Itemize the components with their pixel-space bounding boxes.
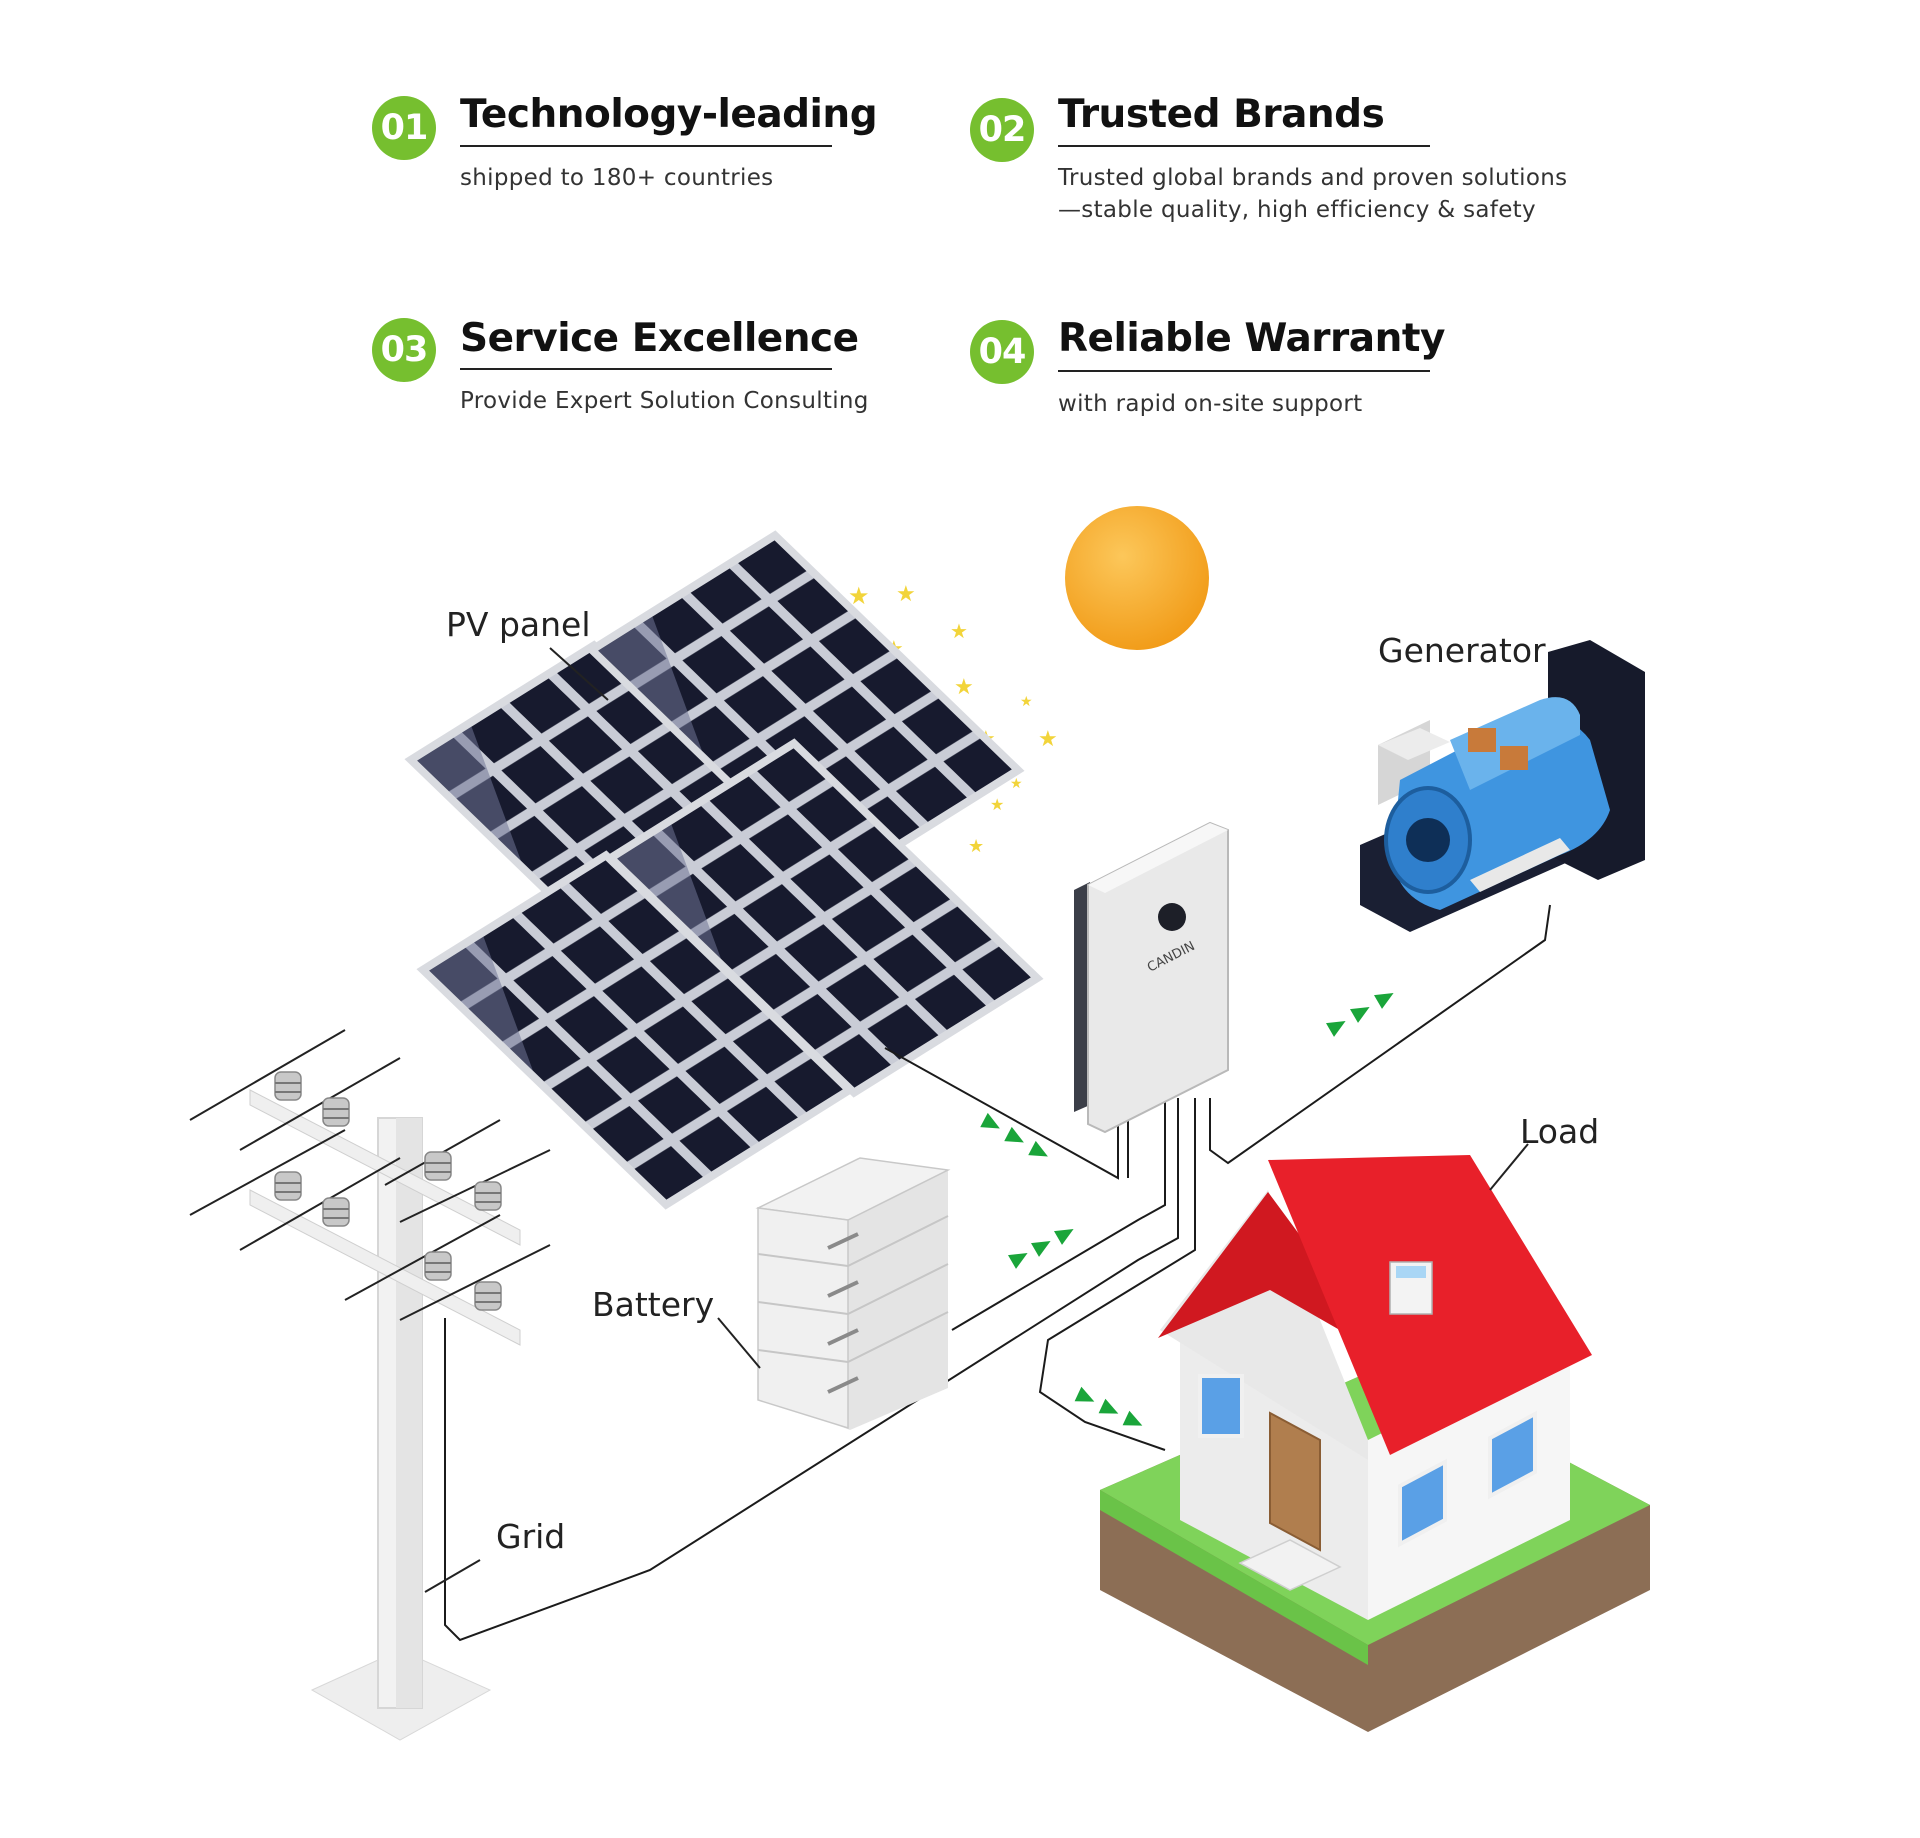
feature-description-line-2: —stable quality, high efficiency & safet… xyxy=(1058,197,1536,223)
label-leader-lines xyxy=(424,647,1529,1593)
svg-text:★: ★ xyxy=(848,582,870,610)
label-pv-panel: PV panel xyxy=(446,605,591,644)
feature-title: Trusted Brands xyxy=(1058,92,1385,137)
svg-text:★: ★ xyxy=(954,675,974,700)
svg-text:★: ★ xyxy=(950,619,968,643)
feature-underline xyxy=(460,368,832,370)
feature-description: Provide Expert Solution Consulting xyxy=(460,388,869,414)
inverter: CANDIN xyxy=(1074,821,1229,1134)
feature-title: Service Excellence xyxy=(460,316,859,361)
svg-text:★: ★ xyxy=(990,795,1004,814)
feature-number-badge: 01 xyxy=(372,96,436,160)
battery-stack xyxy=(755,1157,951,1430)
feature-underline xyxy=(460,145,832,147)
svg-text:★: ★ xyxy=(968,836,984,857)
label-load: Load xyxy=(1520,1112,1599,1151)
svg-text:★: ★ xyxy=(896,582,916,607)
feature-underline xyxy=(1058,370,1430,372)
svg-text:★: ★ xyxy=(1010,776,1023,792)
sun-icon xyxy=(1065,506,1209,650)
feature-title: Reliable Warranty xyxy=(1058,316,1445,361)
house xyxy=(1100,1155,1650,1732)
label-generator: Generator xyxy=(1378,631,1546,670)
svg-text:★: ★ xyxy=(1020,694,1033,710)
label-battery: Battery xyxy=(592,1285,714,1324)
feature-description: with rapid on-site support xyxy=(1058,391,1363,417)
feature-description: shipped to 180+ countries xyxy=(460,165,774,191)
svg-text:★: ★ xyxy=(1038,727,1058,752)
feature-number-badge: 03 xyxy=(372,318,436,382)
feature-underline xyxy=(1058,145,1430,147)
feature-description-line-1: Trusted global brands and proven solutio… xyxy=(1058,165,1568,191)
feature-number-badge: 02 xyxy=(970,98,1034,162)
feature-title: Technology-leading xyxy=(460,92,878,137)
feature-number-badge: 04 xyxy=(970,320,1034,384)
utility-pole xyxy=(189,1029,551,1741)
inverter-display-icon xyxy=(1158,903,1186,931)
generator xyxy=(1360,640,1645,932)
label-grid: Grid xyxy=(496,1517,565,1556)
